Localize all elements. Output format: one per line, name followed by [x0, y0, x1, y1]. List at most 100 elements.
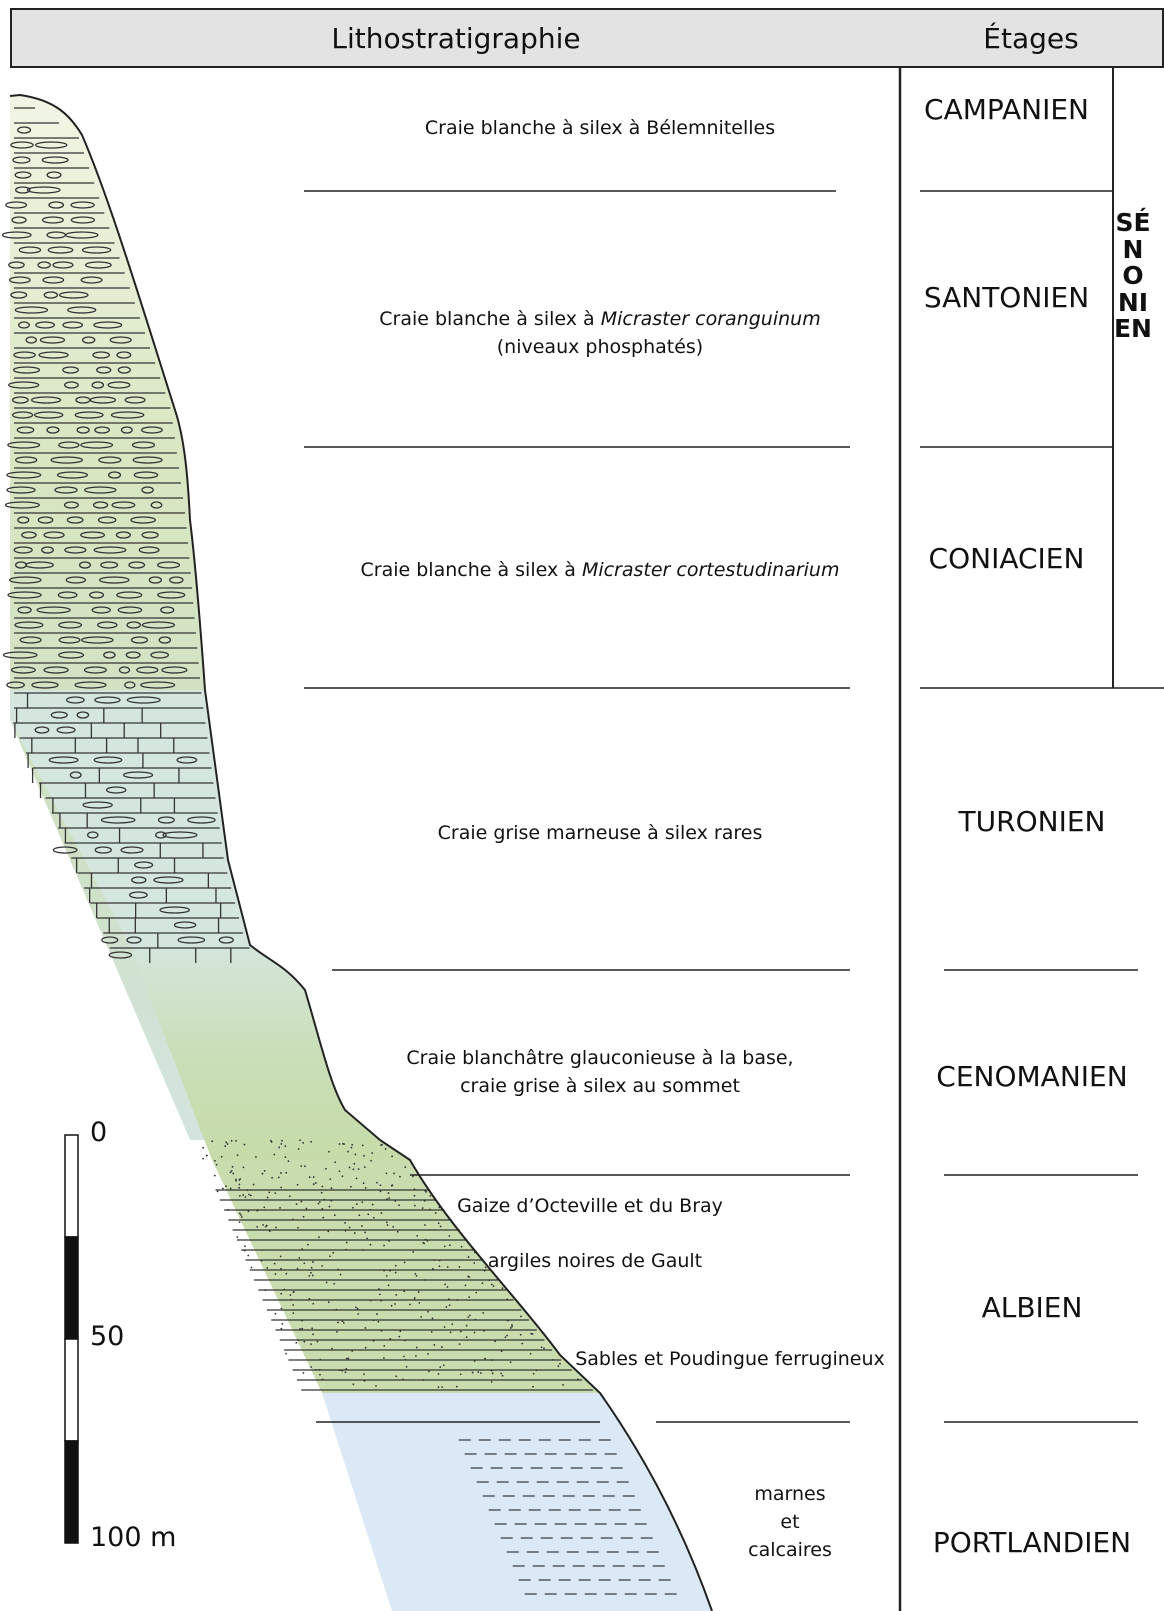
- flint-nodule: [86, 831, 99, 839]
- sand-grain: [321, 1378, 324, 1381]
- sand-grain: [433, 1344, 436, 1346]
- sand-grain: [483, 1269, 486, 1272]
- sand-grain: [432, 1267, 434, 1270]
- flint-nodule: [14, 171, 32, 179]
- sand-grain: [205, 1154, 208, 1157]
- stage-santonien: SANTONIEN: [923, 281, 1090, 314]
- flint-nodule: [89, 396, 117, 404]
- flint-nodule: [11, 411, 34, 419]
- sand-grain: [371, 1203, 374, 1206]
- sand-grain: [235, 1139, 237, 1142]
- sand-grain: [334, 1161, 337, 1164]
- sand-grain: [292, 1304, 295, 1306]
- flint-nodule: [66, 516, 84, 524]
- flint-nodule: [1, 231, 32, 239]
- sand-grain: [362, 1182, 365, 1185]
- sand-grain: [375, 1385, 377, 1387]
- sand-grain: [214, 1159, 216, 1162]
- flint-nodule: [15, 186, 31, 194]
- sand-grain: [394, 1264, 397, 1267]
- sand-grain: [289, 1294, 292, 1296]
- sand-grain: [357, 1168, 360, 1170]
- sand-grain: [256, 1225, 259, 1228]
- flint-nodule: [34, 726, 50, 734]
- sand-grain: [279, 1255, 282, 1258]
- sand-grain: [265, 1224, 268, 1227]
- sand-grain: [378, 1293, 381, 1296]
- sand-grain: [333, 1282, 336, 1285]
- sand-grain: [529, 1352, 532, 1355]
- sand-grain: [263, 1170, 266, 1172]
- sand-grain: [235, 1179, 237, 1182]
- sand-grain: [456, 1298, 459, 1301]
- sand-grain: [303, 1340, 306, 1343]
- sand-grain: [376, 1181, 378, 1184]
- flint-nodule: [128, 561, 146, 569]
- flint-nodule: [65, 696, 85, 704]
- unit-label-coranguinum-species: Micraster coranguinum: [600, 308, 821, 330]
- sand-grain: [459, 1330, 462, 1333]
- sand-grain: [315, 1368, 317, 1371]
- sand-grain: [320, 1191, 323, 1194]
- flint-nodule: [105, 786, 127, 794]
- sand-grain: [266, 1267, 269, 1269]
- flint-nodule: [37, 516, 54, 524]
- sand-grain: [360, 1225, 363, 1227]
- sand-grain: [297, 1226, 299, 1229]
- flint-nodule: [35, 141, 68, 149]
- flint-nodule: [155, 831, 167, 839]
- sand-grain: [280, 1143, 283, 1145]
- flint-nodule: [92, 501, 109, 509]
- sand-grain: [327, 1230, 330, 1233]
- flint-nodule: [67, 306, 97, 314]
- sand-grain: [424, 1238, 427, 1241]
- sand-grain: [520, 1315, 522, 1318]
- flint-nodule: [94, 846, 112, 854]
- sand-grain: [509, 1327, 512, 1329]
- flint-nodule: [136, 666, 159, 674]
- sand-grain: [429, 1194, 432, 1197]
- flint-nodule: [17, 126, 32, 134]
- sand-grain: [280, 1172, 282, 1174]
- flint-nodule: [54, 486, 78, 494]
- sand-grain: [363, 1373, 365, 1376]
- flint-nodule: [141, 621, 176, 629]
- sand-grain: [402, 1378, 404, 1381]
- flint-nodule: [162, 831, 198, 839]
- unit-label-gaize: Gaize d’Octeville et du Bray: [457, 1195, 723, 1217]
- sand-grain: [473, 1360, 476, 1362]
- sand-grain: [225, 1185, 227, 1188]
- sand-grain: [422, 1379, 425, 1382]
- sand-grain: [424, 1190, 427, 1192]
- flint-nodule: [18, 321, 30, 329]
- sand-grain: [297, 1339, 299, 1342]
- sand-grain: [302, 1215, 305, 1218]
- sand-grain: [413, 1194, 416, 1197]
- flint-nodule: [50, 711, 68, 719]
- sand-grain: [242, 1166, 245, 1169]
- flint-nodule: [131, 876, 147, 884]
- stage-albien: ALBIEN: [981, 1291, 1083, 1324]
- stage-coniacien: CONIACIEN: [928, 542, 1085, 575]
- sand-grain: [442, 1364, 445, 1367]
- sand-grain: [511, 1323, 513, 1326]
- flint-nodule: [74, 681, 107, 689]
- sand-grain: [280, 1186, 283, 1189]
- flint-nodule: [94, 696, 121, 704]
- flint-nodule: [84, 261, 112, 269]
- sand-grain: [521, 1342, 524, 1345]
- sand-grain: [349, 1185, 352, 1188]
- flint-nodule: [52, 846, 78, 854]
- sand-grain: [366, 1237, 369, 1240]
- sand-grain: [428, 1370, 430, 1373]
- sand-grain: [255, 1156, 257, 1158]
- flint-nodule: [10, 291, 28, 299]
- sand-grain: [427, 1353, 429, 1355]
- flint-nodule: [43, 291, 59, 299]
- sand-grain: [467, 1275, 470, 1278]
- flint-nodule: [17, 606, 32, 614]
- flint-nodule: [42, 276, 65, 284]
- flint-nodule: [93, 321, 123, 329]
- sand-grain: [216, 1190, 219, 1193]
- flint-nodule: [107, 381, 131, 389]
